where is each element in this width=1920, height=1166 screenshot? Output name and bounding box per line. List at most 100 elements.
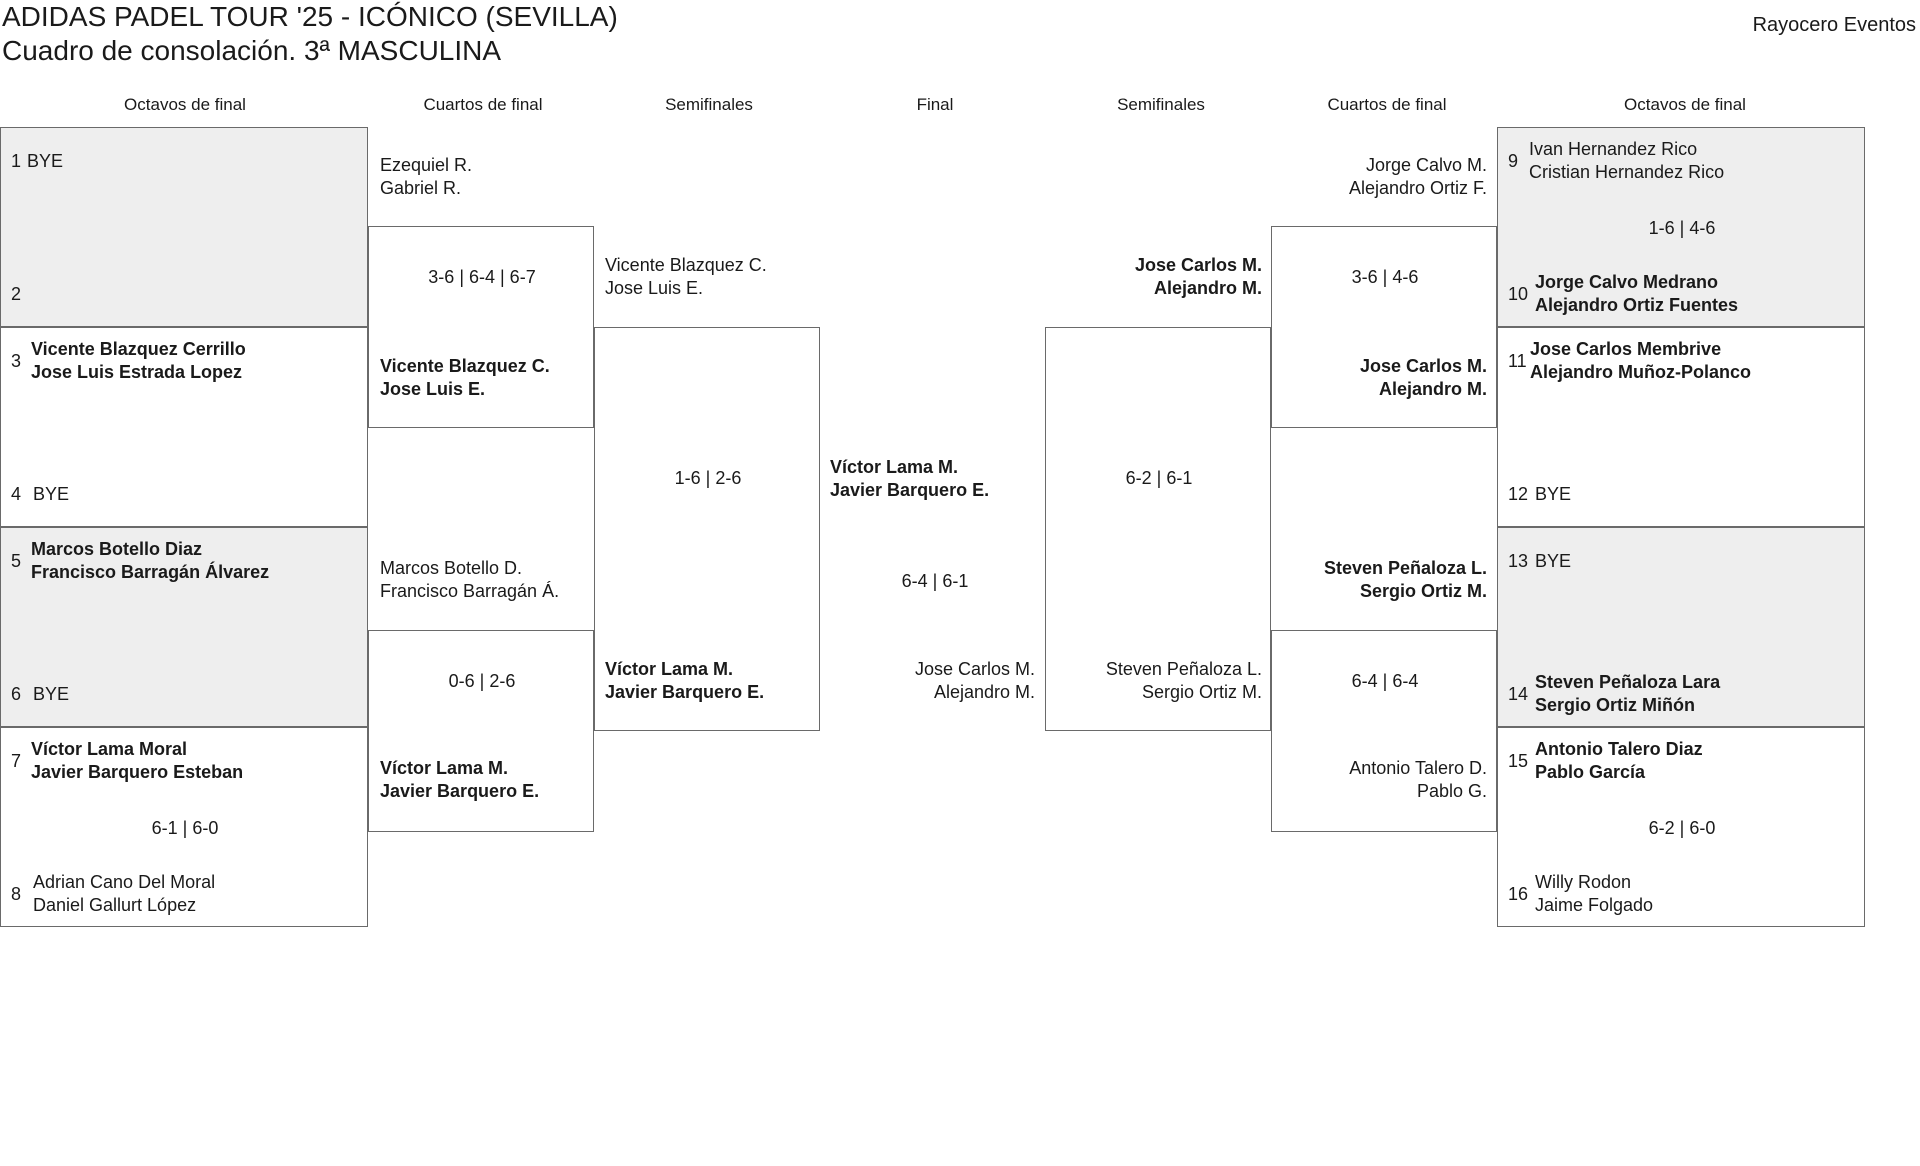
player-name: Víctor Lama M.	[830, 457, 959, 477]
match-r16-left-1: 1 BYE 2	[0, 127, 368, 327]
final-bottom-team: Jose Carlos M. Alejandro M.	[850, 658, 1035, 704]
qf-right-2-bottom-team: Antonio Talero D. Pablo G.	[1271, 757, 1487, 803]
team-name: Jaime Folgado	[1535, 895, 1654, 915]
team-name: Alejandro Muñoz-Polanco	[1530, 362, 1752, 382]
team-name: BYE	[33, 684, 70, 704]
player-name: Jose Luis E.	[605, 278, 704, 298]
team-name: Jose Luis Estrada Lopez	[31, 362, 243, 382]
player-name: Víctor Lama M.	[605, 659, 734, 679]
seed-number: 3	[11, 351, 22, 371]
match-r16-right-2: 11 Jose Carlos Membrive Alejandro Muñoz-…	[1497, 327, 1865, 527]
player-name: Vicente Blazquez C.	[380, 356, 550, 376]
seed-number: 6	[11, 684, 22, 704]
sf-right-top-team: Jose Carlos M. Alejandro M.	[1046, 254, 1262, 300]
match-r16-right-1: 9 Ivan Hernandez Rico Cristian Hernandez…	[1497, 127, 1865, 327]
final-score: 6-4 | 6-1	[901, 571, 969, 591]
sf-left-top-team: Vicente Blazquez C. Jose Luis E.	[605, 254, 767, 300]
seed-number: 7	[11, 751, 22, 771]
match-qf-right-2: 6-4 | 6-4	[1271, 630, 1497, 832]
match-score: 6-1 | 6-0	[151, 818, 219, 838]
player-name: Javier Barquero E.	[380, 781, 540, 801]
team-name: BYE	[1535, 551, 1572, 571]
player-name: Antonio Talero D.	[1349, 758, 1487, 778]
round-header-qf-right: Cuartos de final	[1327, 95, 1447, 114]
sf-right-bottom-team: Steven Peñaloza L. Sergio Ortiz M.	[1046, 658, 1262, 704]
team-name: Marcos Botello Diaz	[31, 539, 203, 559]
match-r16-left-3: 5 Marcos Botello Diaz Francisco Barragán…	[0, 527, 368, 727]
match-qf-right-1: 3-6 | 4-6	[1271, 226, 1497, 428]
seed-number: 8	[11, 884, 22, 904]
team-name: Vicente Blazquez Cerrillo	[31, 339, 246, 359]
seed-number: 5	[11, 551, 22, 571]
team-name: Jorge Calvo Medrano	[1535, 272, 1719, 292]
player-name: Alejandro M.	[933, 682, 1035, 702]
match-score: 3-6 | 4-6	[1351, 267, 1419, 287]
player-name: Alejandro Ortiz F.	[1348, 178, 1487, 198]
match-score: 6-2 | 6-1	[1125, 468, 1193, 488]
player-name: Marcos Botello D.	[380, 558, 523, 578]
team-name: Ivan Hernandez Rico	[1529, 139, 1698, 159]
event-title: ADIDAS PADEL TOUR '25 - ICÓNICO (SEVILLA…	[2, 1, 618, 32]
team-name: Willy Rodon	[1535, 872, 1632, 892]
seed-number: 2	[11, 284, 22, 304]
match-score: 1-6 | 2-6	[674, 468, 742, 488]
player-name: Javier Barquero E.	[605, 682, 765, 702]
qf-right-2-top-team: Steven Peñaloza L. Sergio Ortiz M.	[1271, 557, 1487, 603]
match-sf-left: 1-6 | 2-6	[594, 327, 820, 731]
team-name: Jose Carlos Membrive	[1530, 339, 1722, 359]
qf-right-1-bottom-team: Jose Carlos M. Alejandro M.	[1271, 355, 1487, 401]
team-name: Sergio Ortiz Miñón	[1535, 695, 1695, 715]
player-name: Francisco Barragán Á.	[380, 581, 560, 601]
final-top-team: Víctor Lama M. Javier Barquero E.	[830, 456, 989, 502]
match-r16-right-3: 13 BYE 14 Steven Peñaloza Lara Sergio Or…	[1497, 527, 1865, 727]
seed-number: 10	[1508, 284, 1529, 304]
match-sf-right: 6-2 | 6-1	[1045, 327, 1271, 731]
round-header-r16-right: Octavos de final	[1624, 95, 1746, 114]
player-name: Jose Carlos M.	[1359, 356, 1487, 376]
seed-number: 4	[11, 484, 22, 504]
team-name: Cristian Hernandez Rico	[1529, 162, 1725, 182]
player-name: Víctor Lama M.	[380, 758, 509, 778]
match-r16-left-4: 7 Víctor Lama Moral Javier Barquero Este…	[0, 727, 368, 927]
team-name: Adrian Cano Del Moral	[33, 872, 216, 892]
player-name: Jose Carlos M.	[914, 659, 1035, 679]
match-score: 6-2 | 6-0	[1648, 818, 1716, 838]
team-name: BYE	[1535, 484, 1572, 504]
team-name: Daniel Gallurt López	[33, 895, 197, 915]
qf-right-1-top-team: Jorge Calvo M. Alejandro Ortiz F.	[1271, 154, 1487, 200]
seed-number: 11	[1508, 351, 1527, 371]
round-header-sf-right: Semifinales	[1117, 95, 1205, 114]
player-name: Pablo G.	[1416, 781, 1487, 801]
team-name: Antonio Talero Diaz	[1535, 739, 1703, 759]
player-name: Jorge Calvo M.	[1365, 155, 1487, 175]
player-name: Alejandro M.	[1153, 278, 1262, 298]
seed-number: 14	[1508, 684, 1529, 704]
match-r16-right-4: 15 Antonio Talero Diaz Pablo García 6-2 …	[1497, 727, 1865, 927]
qf-left-2-bottom-team: Víctor Lama M. Javier Barquero E.	[380, 757, 539, 803]
match-score: 3-6 | 6-4 | 6-7	[428, 267, 536, 287]
player-name: Sergio Ortiz M.	[1141, 682, 1262, 702]
team-name: Steven Peñaloza Lara	[1535, 672, 1721, 692]
player-name: Jose Carlos M.	[1134, 255, 1262, 275]
match-score: 0-6 | 2-6	[448, 671, 516, 691]
sf-left-bottom-team: Víctor Lama M. Javier Barquero E.	[605, 658, 764, 704]
player-name: Alejandro M.	[1378, 379, 1487, 399]
round-header-final: Final	[916, 95, 954, 114]
player-name: Steven Peñaloza L.	[1105, 659, 1262, 679]
player-name: Javier Barquero E.	[830, 480, 990, 500]
player-name: Jose Luis E.	[380, 379, 486, 399]
qf-left-2-top-team: Marcos Botello D. Francisco Barragán Á.	[380, 557, 559, 603]
player-name: Vicente Blazquez C.	[605, 255, 767, 275]
team-name: Javier Barquero Esteban	[31, 762, 244, 782]
match-qf-left-2: 0-6 | 2-6	[368, 630, 594, 832]
seed-number: 9	[1508, 151, 1519, 171]
match-qf-left-1: 3-6 | 6-4 | 6-7	[368, 226, 594, 428]
player-name: Ezequiel R.	[380, 155, 473, 175]
team-name: Víctor Lama Moral	[31, 739, 188, 759]
qf-left-1-bottom-team: Vicente Blazquez C. Jose Luis E.	[380, 355, 550, 401]
seed-number: 16	[1508, 884, 1529, 904]
player-name: Steven Peñaloza L.	[1323, 558, 1487, 578]
round-header-r16-left: Octavos de final	[124, 95, 246, 114]
player-name: Gabriel R.	[380, 178, 462, 198]
seed-number: 1	[11, 151, 22, 171]
